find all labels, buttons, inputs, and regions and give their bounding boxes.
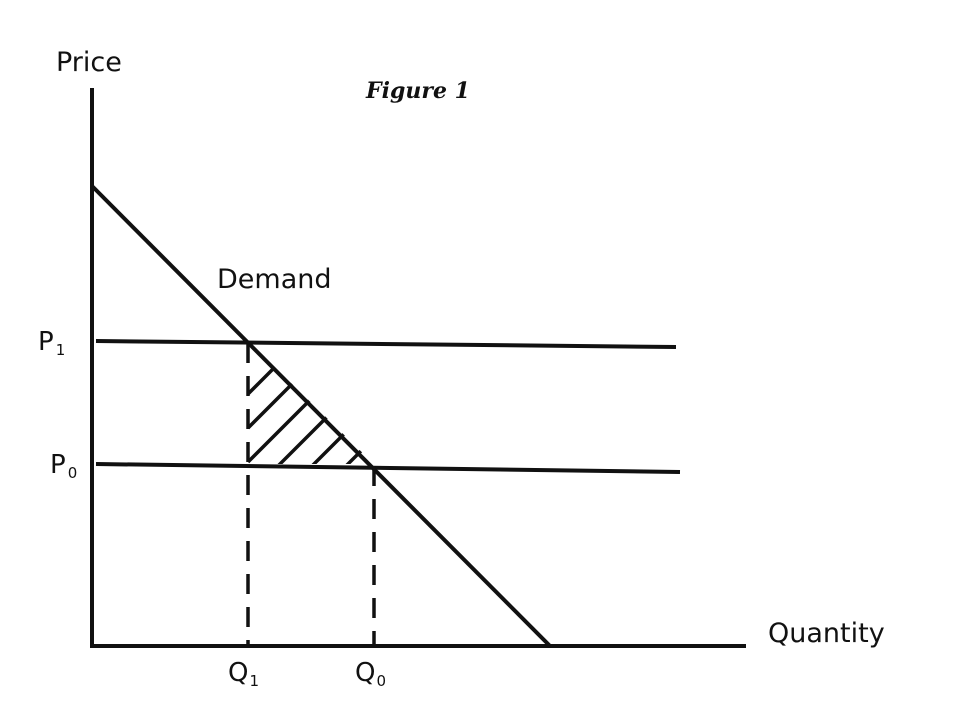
q1-label: Q1	[228, 658, 259, 690]
x-axis-label: Quantity	[768, 618, 885, 649]
hatch-line	[248, 386, 324, 464]
hatch-line	[270, 396, 348, 464]
y-axis-label: Price	[56, 47, 122, 78]
hatch-line	[304, 406, 372, 464]
hatch-line	[248, 374, 302, 430]
figure-title: Figure 1	[365, 78, 470, 104]
hatch-line	[338, 420, 374, 464]
price-line-p1	[95, 339, 677, 349]
q0-label: Q0	[355, 658, 386, 690]
demand-label: Demand	[217, 264, 332, 295]
hatch-line	[248, 362, 280, 396]
hatched-triangle	[248, 362, 374, 464]
demand-curve	[90, 184, 552, 648]
price-line-p0	[95, 462, 681, 474]
